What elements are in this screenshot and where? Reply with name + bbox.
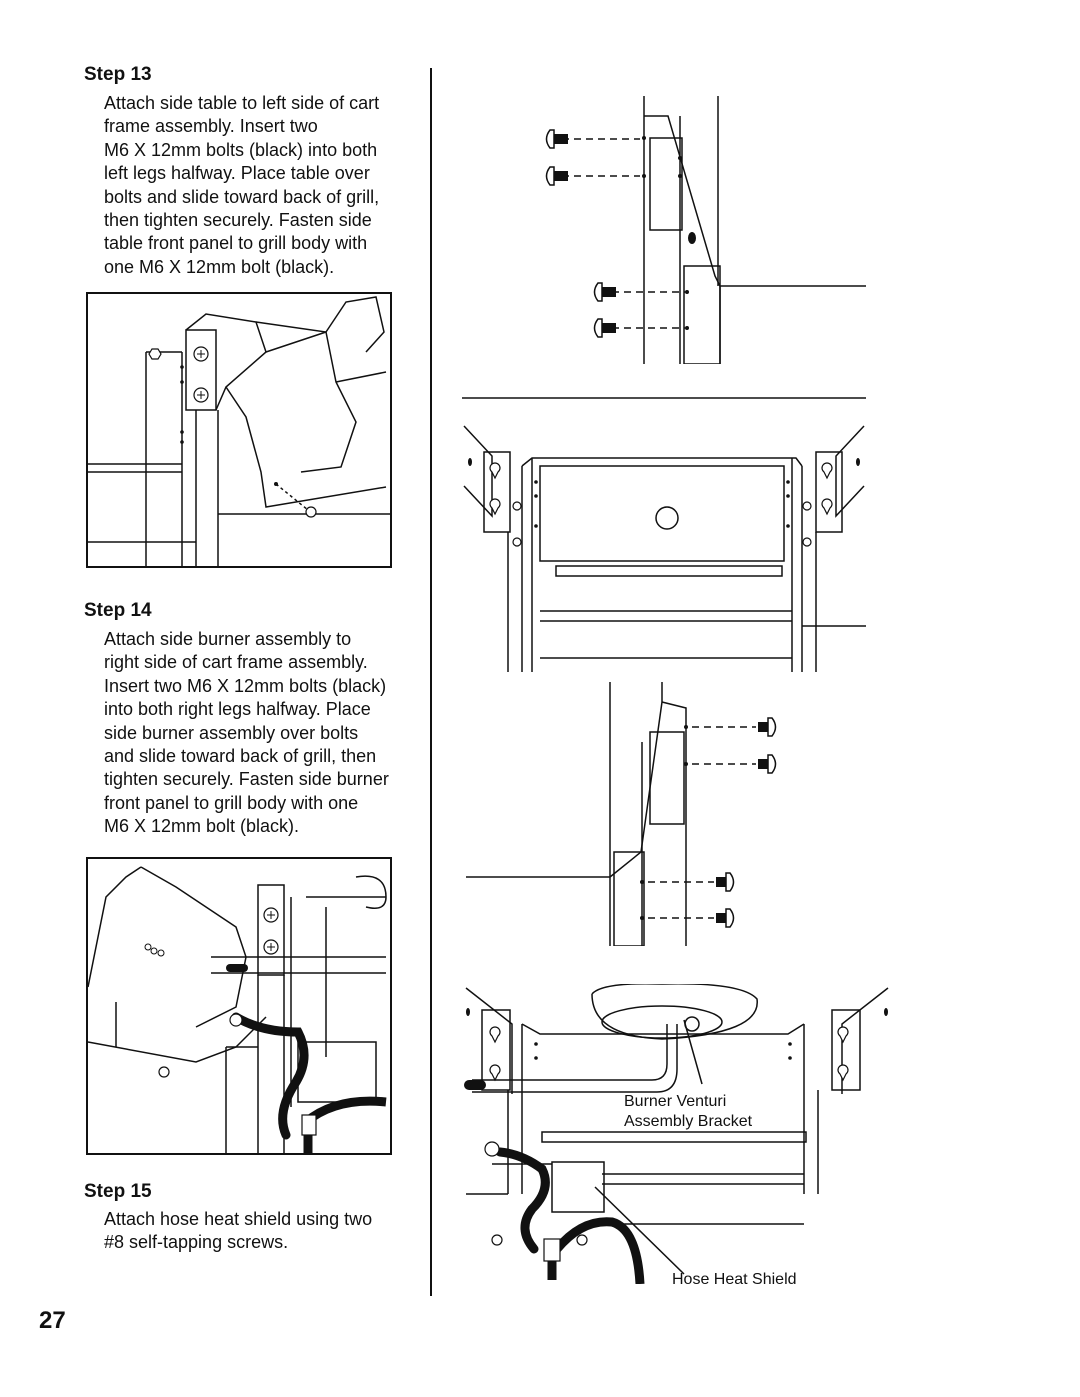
step-14-line: front panel to grill body with one	[104, 792, 359, 813]
burner-venturi-bracket-label: Burner Venturi Assembly Bracket	[624, 1092, 752, 1132]
right-leg-bolts-diagram	[466, 682, 786, 946]
step-15-instructions: Attach hose heat shield using two #8 sel…	[104, 1208, 372, 1255]
step-15-line: Attach hose heat shield using two	[104, 1209, 373, 1229]
step-13-line: one M6 X 12mm bolt (black).	[104, 256, 335, 277]
step-15-line: #8 self-tapping screws.	[104, 1232, 289, 1253]
step-14-line: right side of cart frame assembly.	[104, 652, 368, 673]
step-13-detail-figure	[86, 292, 392, 568]
step-13-line: M6 X 12mm bolts (black) into both	[104, 139, 378, 160]
bolt-icon	[545, 129, 616, 338]
step-13-line: table front panel to grill body with	[104, 233, 368, 254]
bolt-icon	[716, 717, 777, 928]
step-13-line: frame assembly. Insert two	[104, 116, 318, 137]
column-divider	[430, 68, 432, 1296]
step-13-instructions: Attach side table to left side of cart f…	[104, 92, 379, 279]
step-14-line: into both right legs halfway. Place	[104, 699, 371, 720]
step-14-line: and slide toward back of grill, then	[104, 746, 377, 767]
burner-venturi-label-line-1: Burner Venturi	[624, 1093, 727, 1110]
step-14-line: side burner assembly over bolts	[104, 722, 359, 743]
burner-venturi-label-line-2: Assembly Bracket	[624, 1113, 753, 1130]
step-14-line: tighten securely. Fasten side burner	[104, 769, 389, 790]
step-13-title: Step 13	[84, 64, 152, 85]
hose-heat-shield-label: Hose Heat Shield	[672, 1271, 797, 1288]
step-14-detail-figure	[86, 857, 392, 1155]
step-14-line: Insert two M6 X 12mm bolts (black)	[104, 675, 387, 696]
step-15-title: Step 15	[84, 1181, 152, 1202]
page-number: 27	[39, 1307, 66, 1334]
step-13-line: left legs halfway. Place table over	[104, 163, 370, 184]
step-14-title: Step 14	[84, 600, 152, 621]
left-leg-bolts-diagram	[540, 96, 866, 364]
step-13-line: then tighten securely. Fasten side	[104, 210, 372, 231]
step-13-line: Attach side table to left side of cart	[104, 93, 380, 113]
step-13-line: bolts and slide toward back of grill,	[104, 186, 380, 207]
step-14-line: M6 X 12mm bolt (black).	[104, 816, 300, 837]
step-14-instructions: Attach side burner assembly to right sid…	[104, 628, 389, 839]
cart-frame-front-diagram	[462, 396, 866, 672]
hose-heat-shield-diagram	[462, 984, 892, 1284]
step-14-line: Attach side burner assembly to	[104, 629, 352, 649]
